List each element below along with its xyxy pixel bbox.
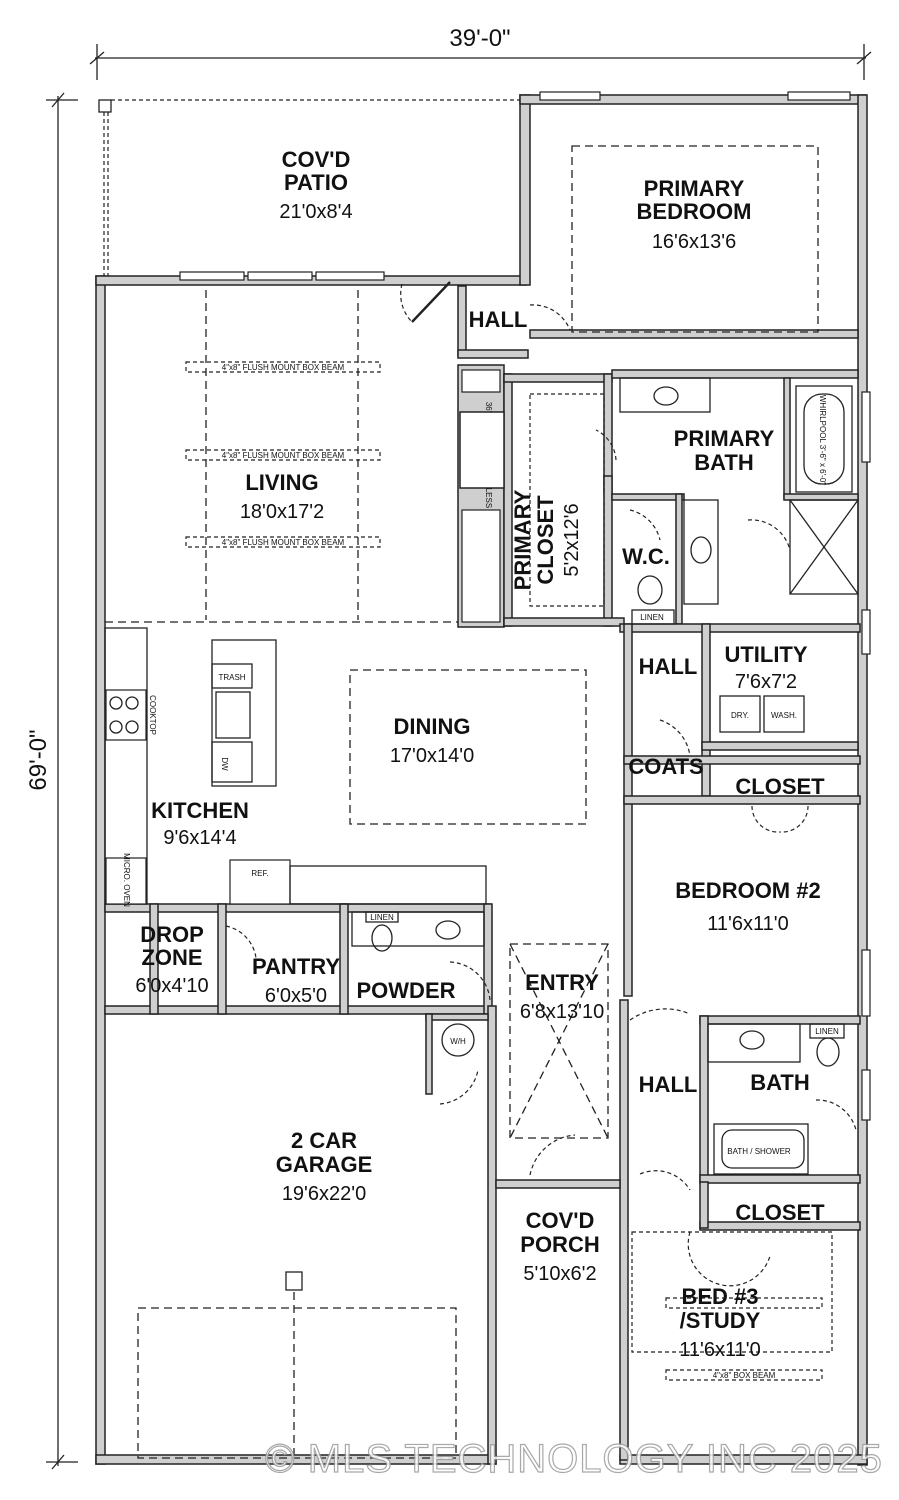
primary-closet-name-1: PRIMARY bbox=[510, 489, 535, 590]
interior-walls bbox=[104, 285, 861, 1465]
linen-label-wc: LINEN bbox=[640, 613, 664, 622]
dry-label: DRY. bbox=[731, 711, 749, 720]
entry-size: 6'8x13'10 bbox=[520, 1001, 604, 1023]
bath-shower-label-1: BATH / SHOWER bbox=[727, 1147, 791, 1156]
width-dimension: 39'-0" bbox=[89, 25, 872, 80]
toilet-icon bbox=[637, 575, 663, 605]
washer-icon bbox=[763, 695, 805, 733]
hall-low-name: HALL bbox=[639, 1072, 698, 1097]
cooktop-icon bbox=[105, 689, 147, 741]
patio-door bbox=[400, 281, 451, 323]
cooktop-label: COOKTOP bbox=[148, 695, 157, 735]
sink-icon bbox=[739, 1030, 765, 1050]
sink-icon bbox=[215, 691, 251, 739]
dining-size: 17'0x14'0 bbox=[390, 745, 474, 767]
width-label: 39'-0" bbox=[449, 25, 510, 52]
living-beams: 4"x8" FLUSH MOUNT BOX BEAM 4"x8" FLUSH M… bbox=[185, 361, 823, 1381]
patio-name-1: COV'D bbox=[282, 147, 351, 172]
primary-closet-size: 5'2x12'6 bbox=[561, 503, 583, 576]
sink-icon bbox=[690, 536, 712, 564]
patio-outline bbox=[98, 99, 520, 276]
patio-size: 21'0x8'4 bbox=[279, 201, 352, 223]
dryer-icon bbox=[719, 695, 761, 733]
shower-icon bbox=[789, 499, 859, 595]
closet-bed3-name: CLOSET bbox=[735, 1200, 825, 1225]
primary-bedroom-name-2: BEDROOM bbox=[637, 199, 752, 224]
whirlpool-label: WHIRLPOOL 3'-6" x 6'-0" bbox=[818, 395, 827, 485]
fireplace-icon bbox=[459, 411, 505, 489]
entry-name: ENTRY bbox=[525, 970, 599, 995]
bed3-size: 11'6x11'0 bbox=[679, 1339, 760, 1361]
beam-label-bed3: 4"x8" BOX BEAM bbox=[713, 1371, 776, 1380]
bath-name: BATH bbox=[750, 1070, 809, 1095]
wh-label: W/H bbox=[450, 1037, 466, 1046]
hall-mid-name: HALL bbox=[639, 654, 698, 679]
sink-icon bbox=[435, 920, 461, 940]
closet-bed2-name: CLOSET bbox=[735, 774, 825, 799]
powder-name: POWDER bbox=[357, 978, 456, 1003]
primary-closet-name-2: CLOSET bbox=[533, 495, 558, 585]
garage-name-1: 2 CAR bbox=[291, 1128, 357, 1153]
primary-bedroom-size: 16'6x13'6 bbox=[652, 231, 736, 253]
primary-bedroom-name-1: PRIMARY bbox=[644, 176, 745, 201]
toilet-icon bbox=[816, 1037, 840, 1067]
linen-label-powder: LINEN bbox=[370, 913, 394, 922]
beam-label-1: 4"x8" FLUSH MOUNT BOX BEAM bbox=[222, 363, 345, 372]
bedroom2-size: 11'6x11'0 bbox=[707, 913, 788, 935]
drop-zone-size: 6'0x4'10 bbox=[135, 975, 208, 997]
bath-shower-icon bbox=[713, 1123, 809, 1175]
kitchen-name: KITCHEN bbox=[151, 798, 249, 823]
porch-name-2: PORCH bbox=[520, 1232, 599, 1257]
linen-label-bath: LINEN bbox=[815, 1027, 839, 1036]
bedroom2-name: BEDROOM #2 bbox=[675, 878, 820, 903]
micro-oven-label: MICRO. OVEN bbox=[122, 853, 131, 907]
kitchen-island bbox=[211, 639, 277, 787]
beam-label-2: 4"x8" FLUSH MOUNT BOX BEAM bbox=[222, 451, 345, 460]
water-heater-icon bbox=[441, 1023, 475, 1057]
garage-name-2: GARAGE bbox=[276, 1152, 373, 1177]
refrigerator-icon bbox=[229, 859, 291, 905]
depth-label: 69'-0" bbox=[25, 729, 52, 790]
copyright-watermark: © MLS TECHNOLOGY INC 2025 bbox=[265, 1437, 883, 1481]
depth-dimension: 69'-0" bbox=[25, 92, 78, 1470]
wash-label: WASH. bbox=[771, 711, 797, 720]
drop-zone-name-2: ZONE bbox=[141, 945, 202, 970]
patio-name-2: PATIO bbox=[284, 170, 348, 195]
pantry-size: 6'0x5'0 bbox=[265, 985, 327, 1007]
kitchen-fixtures: COOKTOP MICRO. OVEN TRASH DW REF. bbox=[104, 627, 487, 907]
porch-name-1: COV'D bbox=[526, 1208, 595, 1233]
bath-fixtures: WHIRLPOOL 3'-6" x 6'-0" LINEN DRY. WASH.… bbox=[351, 377, 859, 1175]
living-name: LIVING bbox=[245, 470, 318, 495]
hall-top-name: HALL bbox=[469, 307, 528, 332]
micro-oven-icon bbox=[105, 857, 147, 905]
bed3-name-2: /STUDY bbox=[680, 1308, 761, 1333]
kitchen-size: 9'6x14'4 bbox=[163, 827, 236, 849]
toilet-icon bbox=[371, 924, 393, 952]
coats-name: COATS bbox=[628, 754, 703, 779]
trash-label: TRASH bbox=[218, 673, 245, 682]
porch-size: 5'10x6'2 bbox=[523, 1263, 596, 1285]
sink-icon bbox=[653, 386, 679, 406]
utility-size: 7'6x7'2 bbox=[735, 671, 797, 693]
living-windows bbox=[179, 91, 871, 1121]
garage-size: 19'6x22'0 bbox=[282, 1183, 366, 1205]
room-labels: COV'D PATIO 21'0x8'4 PRIMARY BEDROOM 16'… bbox=[135, 147, 825, 1361]
bed3-name-1: BED #3 bbox=[681, 1284, 758, 1309]
doors bbox=[225, 304, 857, 1287]
dashed-outlines bbox=[105, 145, 833, 1459]
utility-name: UTILITY bbox=[724, 642, 807, 667]
primary-bath-name-1: PRIMARY bbox=[674, 426, 775, 451]
ref-label: REF. bbox=[251, 869, 268, 878]
living-size: 18'0x17'2 bbox=[240, 501, 324, 523]
drop-zone-name-1: DROP bbox=[140, 922, 204, 947]
pantry-name: PANTRY bbox=[252, 954, 340, 979]
dw-label: DW bbox=[220, 757, 229, 771]
beam-label-3: 4"x8" FLUSH MOUNT BOX BEAM bbox=[222, 538, 345, 547]
dining-name: DINING bbox=[394, 714, 471, 739]
wc-name: W.C. bbox=[622, 544, 670, 569]
primary-bath-name-2: BATH bbox=[694, 450, 753, 475]
